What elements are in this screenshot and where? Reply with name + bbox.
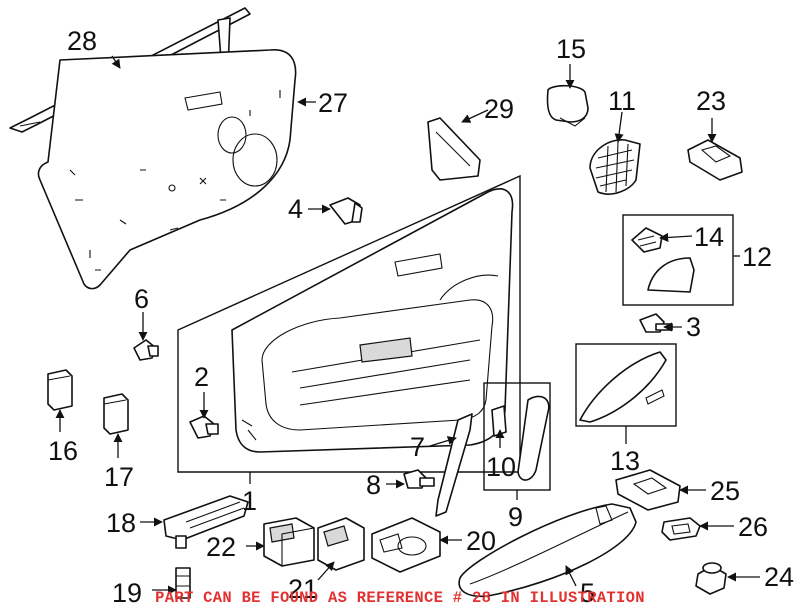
callout-4: 4 — [288, 194, 303, 224]
callout-13: 13 — [610, 446, 640, 476]
part-10-retainer — [491, 405, 507, 437]
callout-29: 29 — [484, 94, 514, 124]
part-11-speaker-grille — [589, 139, 641, 195]
callout-18: 18 — [106, 508, 136, 538]
part-20-switch-panel — [371, 517, 441, 573]
part-21-switch — [317, 517, 365, 571]
part-16-switch — [47, 369, 73, 411]
callout-6: 6 — [134, 284, 149, 314]
callout-21: 21 — [288, 574, 318, 604]
callout-11: 11 — [608, 86, 636, 116]
leader-lines — [55, 55, 760, 595]
part-6-push-pin — [133, 339, 159, 361]
callout-26: 26 — [738, 512, 768, 542]
callout-24: 24 — [764, 562, 794, 592]
callout-10: 10 — [486, 452, 516, 482]
part-2-clip — [189, 415, 219, 439]
callout-2: 2 — [194, 362, 209, 392]
callout-23: 23 — [696, 86, 726, 116]
footer-note: PART CAN BE FOUND AS REFERENCE # 28 IN I… — [155, 589, 645, 607]
part-7-trim-strip — [435, 413, 473, 517]
callout-8: 8 — [366, 470, 381, 500]
part-4-retainer-clip — [329, 197, 363, 225]
callout-28: 28 — [67, 26, 97, 56]
part-14-clip — [631, 227, 663, 253]
part-25-switch-bezel — [615, 469, 681, 511]
callout-22: 22 — [206, 532, 236, 562]
callout-1: 1 — [242, 486, 257, 516]
part-8-screw — [403, 469, 435, 489]
part-23-switch-bezel — [687, 139, 743, 181]
part-13-pocket-panel — [579, 351, 667, 423]
callout-16: 16 — [48, 436, 78, 466]
callout-12: 12 — [742, 242, 772, 272]
callout-19: 19 — [112, 578, 142, 608]
callout-15: 15 — [556, 34, 586, 64]
part-29-sail-panel — [427, 117, 481, 181]
callout-17: 17 — [104, 462, 134, 492]
part-18-handle — [163, 495, 249, 549]
callout-5: 5 — [580, 578, 595, 608]
callout-7: 7 — [410, 432, 425, 462]
part-17-switch — [103, 393, 129, 435]
part-12-cover — [647, 257, 695, 293]
part-5-armrest — [458, 503, 637, 598]
part-22-switch — [263, 517, 315, 567]
part-12-group-box — [622, 214, 734, 306]
part-26-button — [661, 517, 701, 541]
part-24-knob — [695, 562, 727, 595]
part-15-handle-cover — [546, 84, 589, 127]
callout-3: 3 — [686, 312, 701, 342]
part-9-trim-strip — [517, 395, 550, 481]
callout-25: 25 — [710, 476, 740, 506]
part-3-screw — [639, 313, 673, 333]
callout-27: 27 — [318, 88, 348, 118]
part-1-door-trim-panel — [231, 188, 514, 453]
callout-20: 20 — [466, 526, 496, 556]
callout-9: 9 — [508, 502, 523, 532]
callout-labels: 28 27 29 4 15 11 23 14 12 3 6 2 16 17 1 … — [48, 26, 794, 608]
callout-14: 14 — [694, 222, 724, 252]
part-27-door-panel-backing — [37, 49, 297, 290]
